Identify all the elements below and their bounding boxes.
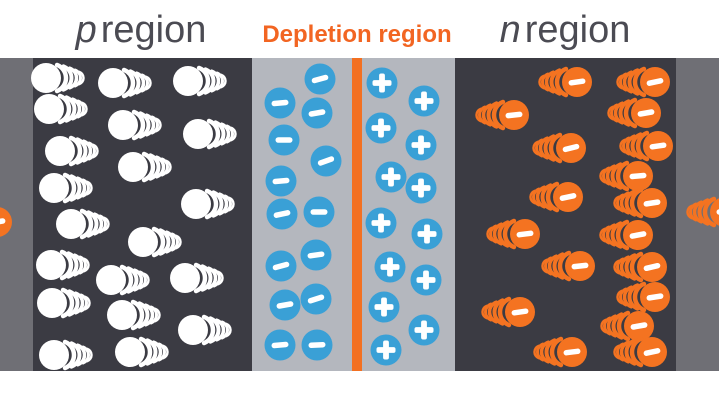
positive-ion bbox=[365, 207, 397, 239]
hole-particle bbox=[96, 264, 150, 296]
electron-particle bbox=[541, 250, 595, 282]
negative-acceptor-ions-layer bbox=[264, 63, 342, 361]
electron-particle bbox=[599, 160, 653, 192]
positive-ion bbox=[368, 291, 400, 323]
electron-particle bbox=[613, 251, 667, 283]
negative-ion bbox=[304, 63, 336, 95]
hole-particle bbox=[36, 249, 90, 281]
electron-particle bbox=[613, 187, 667, 219]
electron-particle bbox=[599, 219, 653, 251]
hole-particle bbox=[170, 262, 224, 294]
n-region-title-rest: region bbox=[524, 9, 631, 51]
electron-particle bbox=[529, 181, 583, 213]
hole-particle bbox=[178, 314, 232, 346]
hole-particle bbox=[31, 62, 85, 94]
positive-ion bbox=[410, 264, 442, 296]
negative-ion bbox=[265, 250, 297, 282]
positive-ion bbox=[405, 172, 437, 204]
depletion-region-title: Depletion region bbox=[262, 21, 452, 48]
p-region-title-italic: p bbox=[75, 9, 97, 51]
positive-ion bbox=[405, 129, 437, 161]
positive-donor-ions-layer bbox=[365, 67, 443, 366]
positive-ion bbox=[408, 85, 440, 117]
junction-line bbox=[352, 58, 362, 371]
holes-layer bbox=[31, 62, 237, 371]
negative-ion bbox=[264, 329, 296, 361]
electron-particle bbox=[475, 99, 529, 131]
negative-ion bbox=[300, 239, 332, 271]
electron-particle bbox=[619, 130, 673, 162]
hole-particle bbox=[34, 93, 88, 125]
hole-particle bbox=[56, 208, 110, 240]
hole-particle bbox=[183, 118, 237, 150]
electron-particle bbox=[607, 97, 661, 129]
electron-particle bbox=[600, 310, 654, 342]
hole-particle bbox=[98, 67, 152, 99]
positive-ion bbox=[365, 112, 397, 144]
electron-particle bbox=[533, 336, 587, 368]
positive-ion bbox=[375, 161, 407, 193]
n-region-title-italic: n bbox=[499, 9, 521, 51]
electron-particle bbox=[538, 66, 592, 98]
hole-particle bbox=[115, 336, 169, 368]
negative-ion bbox=[300, 283, 332, 315]
hole-particle bbox=[128, 226, 182, 258]
electron-particle bbox=[616, 66, 670, 98]
hole-particle bbox=[181, 188, 235, 220]
electron-particle bbox=[616, 281, 670, 313]
hole-particle bbox=[45, 135, 99, 167]
negative-ion bbox=[265, 165, 297, 197]
electrons-layer bbox=[0, 66, 719, 368]
p-region-title-rest: region bbox=[100, 9, 207, 51]
hole-particle bbox=[118, 151, 172, 183]
negative-ion bbox=[268, 124, 300, 156]
electron-particle bbox=[481, 296, 535, 328]
electron-particle bbox=[532, 132, 586, 164]
negative-ion bbox=[301, 97, 333, 129]
electron-particle bbox=[686, 196, 719, 228]
positive-ion bbox=[374, 251, 406, 283]
hole-particle bbox=[37, 287, 91, 319]
electron-particle bbox=[0, 207, 12, 237]
positive-ion bbox=[408, 314, 440, 346]
negative-ion bbox=[310, 145, 342, 177]
positive-ion bbox=[370, 334, 402, 366]
electron-particle bbox=[486, 218, 540, 250]
negative-ion bbox=[303, 196, 335, 228]
positive-ion bbox=[366, 67, 398, 99]
negative-ion bbox=[264, 87, 296, 119]
electron-particle bbox=[613, 336, 667, 368]
hole-particle bbox=[107, 299, 161, 331]
negative-ion bbox=[269, 289, 301, 321]
hole-particle bbox=[108, 109, 162, 141]
positive-ion bbox=[411, 218, 443, 250]
hole-particle bbox=[39, 339, 93, 371]
negative-ion bbox=[266, 198, 298, 230]
hole-particle bbox=[173, 65, 227, 97]
negative-ion bbox=[301, 329, 333, 361]
hole-particle bbox=[39, 172, 93, 204]
